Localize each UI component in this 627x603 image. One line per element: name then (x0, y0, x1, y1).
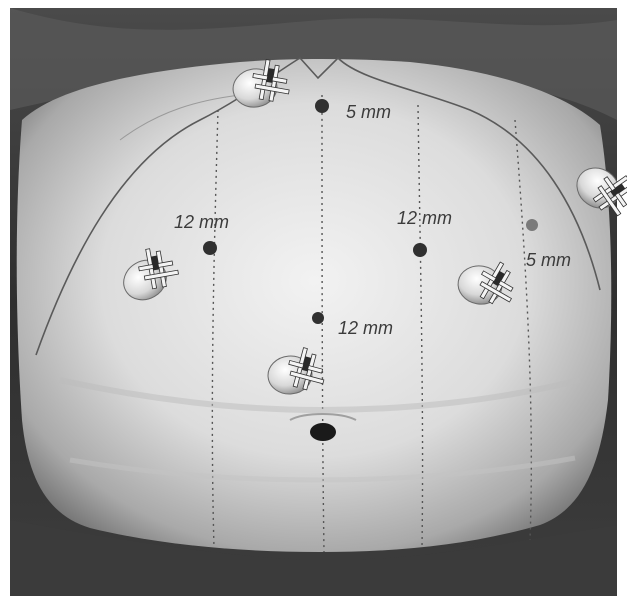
label-port-right: 12 mm (397, 208, 452, 228)
label-port-left: 12 mm (174, 212, 229, 232)
label-port-top: 5 mm (346, 102, 391, 122)
label-port-far-right: 5 mm (526, 250, 571, 270)
label-port-center: 12 mm (338, 318, 393, 338)
